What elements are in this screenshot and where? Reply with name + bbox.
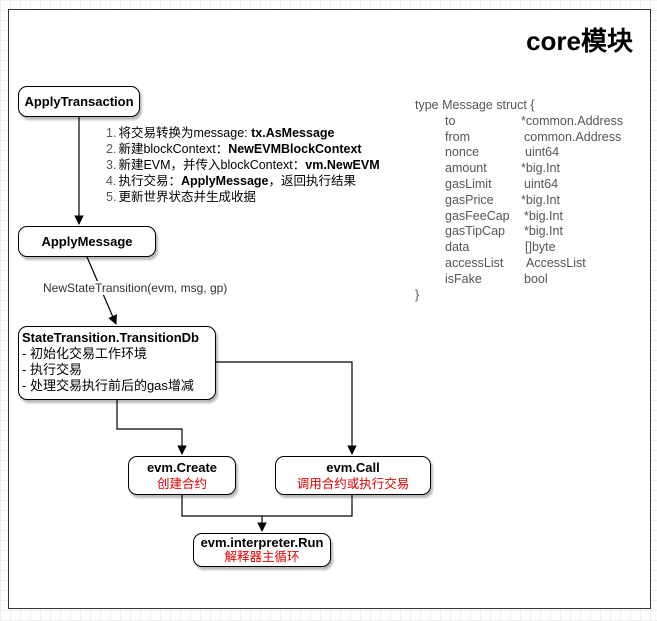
step-item: 2.新建blockContext：NewEVMBlockContext (106, 142, 362, 156)
node-title: StateTransition.TransitionDb (22, 330, 199, 345)
struct-field: amount*big.Int (445, 161, 560, 176)
step-item: 1.将交易转换为message: tx.AsMessage (106, 126, 335, 140)
edge-st-call (210, 361, 357, 455)
node-apply-message[interactable]: ApplyMessage (18, 226, 156, 257)
node-label: ApplyMessage (41, 233, 133, 249)
edge-st-create (116, 400, 187, 455)
node-line: - 处理交易执行前后的gas增减 (22, 378, 194, 393)
struct-field: gasFeeCap*big.Int (445, 208, 563, 223)
node-state-transition[interactable]: StateTransition.TransitionDb - 初始化交易工作环境… (18, 326, 216, 400)
struct-field: data[]byte (445, 240, 556, 255)
node-interpreter-run[interactable]: evm.interpreter.Run 解释器主循环 (193, 533, 331, 567)
struct-header: type Message struct { (415, 98, 535, 112)
step-item: 3.新建EVM，并传入blockContext：vm.NewEVM (106, 158, 380, 172)
struct-field: gasTipCap*big.Int (445, 224, 563, 239)
struct-field: to*common.Address (445, 113, 624, 128)
struct-footer: } (415, 287, 420, 302)
message-struct-code: type Message struct { to*common.Address … (415, 98, 624, 303)
edge-call-run (262, 495, 353, 517)
node-evm-call[interactable]: evm.Call 调用合约或执行交易 (275, 456, 431, 495)
node-subtitle: 调用合约或执行交易 (296, 476, 410, 491)
node-title: evm.interpreter.Run (200, 535, 324, 550)
step-item: 4.执行交易：ApplyMessage，返回执行结果 (106, 174, 356, 188)
step-item: 5.更新世界状态并生成收据 (106, 190, 256, 204)
node-title: evm.Call (326, 459, 380, 475)
node-label: ApplyTransaction (24, 93, 134, 109)
node-line: - 初始化交易工作环境 (22, 346, 147, 361)
node-apply-transaction[interactable]: ApplyTransaction (18, 86, 140, 117)
edge-label-new-state-transition: NewStateTransition(evm, msg, gp) (42, 281, 229, 295)
edge-create-run (181, 495, 267, 532)
node-line: - 执行交易 (22, 362, 82, 377)
node-evm-create[interactable]: evm.Create 创建合约 (128, 456, 236, 495)
node-title: evm.Create (146, 459, 218, 475)
steps-list: 1.将交易转换为message: tx.AsMessage 2.新建blockC… (106, 125, 380, 205)
page-title: core模块 (526, 26, 633, 56)
node-subtitle: 创建合约 (156, 476, 207, 491)
struct-field: gasPrice*big.Int (445, 192, 560, 207)
node-subtitle: 解释器主循环 (224, 550, 300, 564)
